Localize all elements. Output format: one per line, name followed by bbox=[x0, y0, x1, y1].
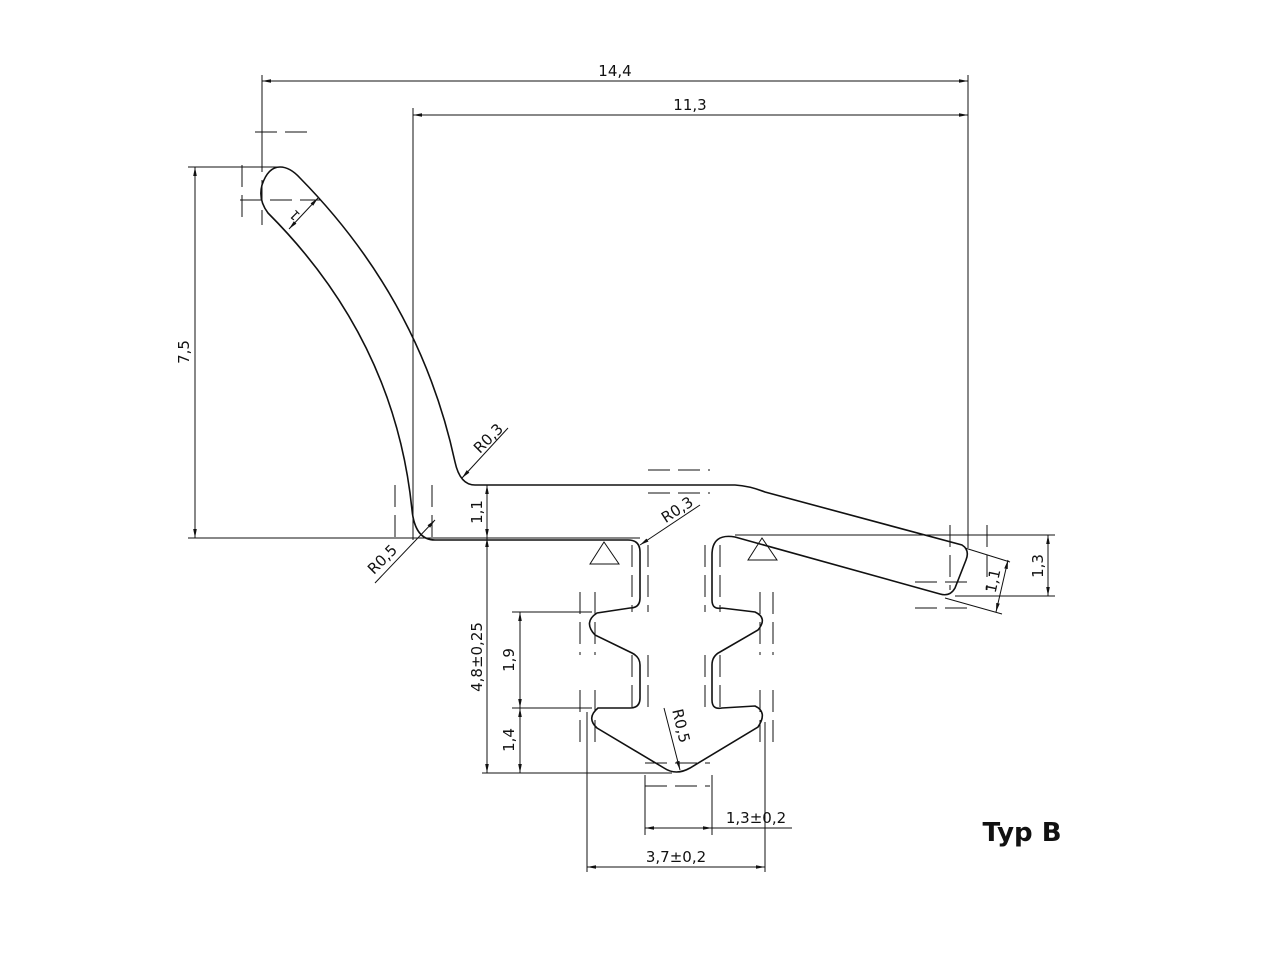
dim-stem-height: 4,8±0,25 bbox=[468, 622, 486, 692]
dim-lip-height: 1,3 bbox=[1029, 554, 1047, 578]
dim-barb-width: 3,7±0,2 bbox=[646, 848, 706, 866]
dimension-lines bbox=[193, 79, 1050, 869]
dim-base-thickness: 1,1 bbox=[468, 500, 486, 524]
radius-stem-corner: R0,3 bbox=[658, 493, 697, 527]
dim-height: 7,5 bbox=[175, 340, 193, 364]
dim-lip-thickness: 1,1 bbox=[982, 567, 1005, 594]
centerlines bbox=[240, 131, 988, 787]
radius-fillet-base: R0,5 bbox=[364, 541, 401, 578]
drawing-title: Typ B bbox=[982, 818, 1061, 848]
dim-inner-width: 11,3 bbox=[673, 96, 706, 114]
dim-tip-thickness: 1 bbox=[287, 206, 303, 222]
extension-lines bbox=[188, 75, 1055, 872]
dim-barb-bottom: 1,4 bbox=[500, 728, 518, 752]
seal-profile-outline bbox=[260, 166, 969, 773]
surface-marker-right-icon bbox=[747, 537, 778, 561]
dim-overall-width: 14,4 bbox=[598, 62, 631, 80]
dim-barb-pitch: 1,9 bbox=[500, 648, 518, 672]
surface-marker-left-icon bbox=[589, 541, 620, 565]
dim-stem-gap: 1,3±0,2 bbox=[726, 809, 786, 827]
radius-fillet-top: R0,3 bbox=[470, 420, 507, 457]
